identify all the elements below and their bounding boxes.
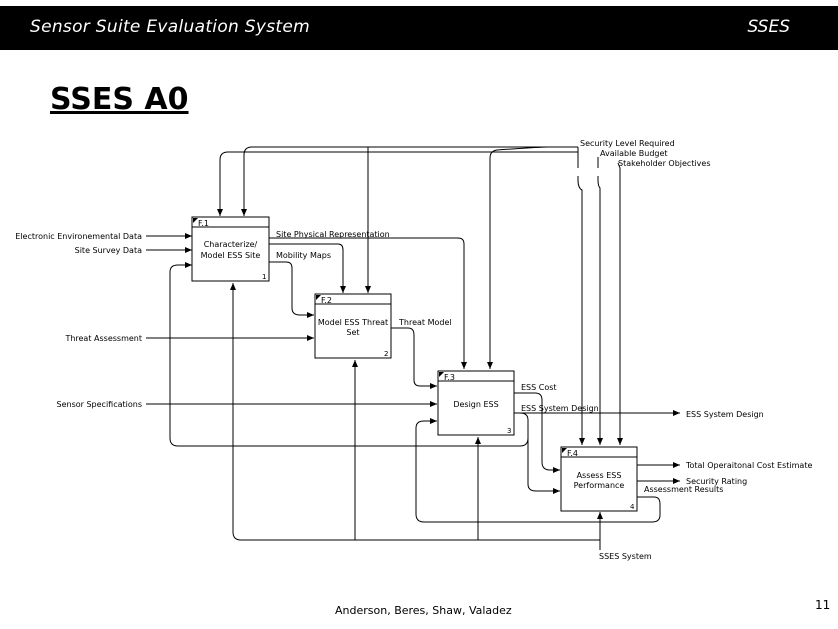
flow-security-level <box>578 147 582 445</box>
label-ess-system-design-output: ESS System Design <box>686 410 764 419</box>
box-f4-label-2: Performance <box>574 481 625 490</box>
box-f1-num: 1 <box>262 273 266 281</box>
box-f3-label-1: Design ESS <box>453 400 498 409</box>
box-f1: F.1 Characterize/ Model ESS Site 1 <box>191 216 270 282</box>
label-stakeholder-objectives: Stakeholder Objectives <box>618 159 711 168</box>
flow-ess-design-to-f4 <box>519 412 560 494</box>
footer-authors: Anderson, Beres, Shaw, Valadez <box>335 604 512 617</box>
label-security-rating: Security Rating <box>686 477 747 486</box>
box-f2-id: F.2 <box>321 296 332 305</box>
header-system-name: Sensor Suite Evaluation System <box>30 17 310 37</box>
box-f1-id: F.1 <box>198 219 209 228</box>
box-f1-label-2: Model ESS Site <box>201 251 261 260</box>
label-ess-system-design: ESS System Design <box>521 404 599 413</box>
flow-mobility-maps-f3-ctrl <box>269 243 346 293</box>
flow-control-to-f3 <box>487 146 549 369</box>
label-sses-system: SSES System <box>599 552 652 561</box>
box-f2-num: 2 <box>384 350 388 358</box>
flow-mobility-maps <box>269 261 314 318</box>
box-f3: F.3 Design ESS 3 <box>437 370 515 436</box>
flow-sses-trunk <box>230 283 600 541</box>
label-electronic-env-data: Electronic Environemental Data <box>15 232 142 241</box>
box-f4-label-1: Assess ESS <box>577 471 622 480</box>
box-f2: F.2 Model ESS Threat Set 2 <box>314 293 392 359</box>
label-threat-model: Threat Model <box>398 318 452 327</box>
flow-control-to-f1-a <box>241 146 578 216</box>
flow-site-physical-rep <box>269 237 467 369</box>
box-f2-label-1: Model ESS Threat <box>318 318 388 327</box>
box-f4-id: F.4 <box>567 449 578 458</box>
label-total-cost: Total Operaitonal Cost Estimate <box>685 461 812 470</box>
box-f3-num: 3 <box>507 427 511 435</box>
slide-title: SSES A0 <box>50 82 189 117</box>
box-f3-id: F.3 <box>444 373 455 382</box>
flow-available-budget <box>598 157 600 445</box>
box-f1-label-1: Characterize/ <box>204 240 258 249</box>
label-available-budget: Available Budget <box>600 149 668 158</box>
flow-stakeholder-objectives <box>617 162 623 445</box>
flow-threat-model <box>391 327 437 389</box>
page-number: 11 <box>815 598 831 612</box>
box-f4-num: 4 <box>630 503 635 511</box>
flow-assessment-results <box>415 418 661 523</box>
label-ess-cost: ESS Cost <box>521 383 557 392</box>
label-sensor-specs: Sensor Specifications <box>57 400 143 409</box>
label-assessment-results: Assessment Results <box>644 485 723 494</box>
label-site-physical-rep: Site Physical Representation <box>276 230 390 239</box>
box-f2-label-2: Set <box>346 328 359 337</box>
box-f4: F.4 Assess ESS Performance 4 <box>560 446 638 512</box>
flow-feedback-f1 <box>169 262 529 447</box>
header-bar: Sensor Suite Evaluation System SSES <box>0 6 838 50</box>
header-acronym: SSES <box>747 17 790 37</box>
label-threat-assessment: Threat Assessment <box>64 334 142 343</box>
flow-control-to-f1-b <box>217 151 578 216</box>
label-mobility-maps: Mobility Maps <box>276 251 331 260</box>
label-site-survey-data: Site Survey Data <box>75 246 142 255</box>
label-security-level: Security Level Required <box>580 139 675 148</box>
flow-ess-cost <box>514 392 560 473</box>
